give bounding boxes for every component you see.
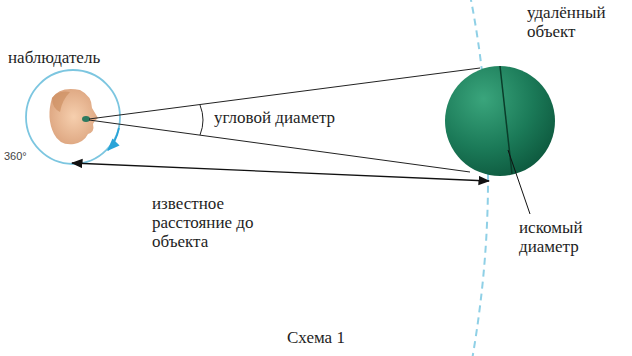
rotation-arrow [108, 128, 119, 150]
angle-mark [200, 105, 203, 135]
observer-label: наблюдатель [8, 48, 138, 67]
distance-label: известное расстояние до объекта [152, 194, 277, 251]
figure-caption: Схема 1 [287, 328, 345, 347]
angle-label: 360° [4, 150, 44, 162]
observer-hair [52, 92, 70, 112]
angular-diameter-label: угловой диаметр [212, 108, 386, 127]
distant-object [445, 66, 555, 176]
distance-arrow [72, 163, 489, 181]
diameter-label: искомый диаметр [519, 218, 624, 256]
observer-face [49, 89, 98, 144]
object-label: удалённый объект [527, 3, 627, 41]
distance-arc [470, 0, 488, 356]
leader-line [508, 150, 530, 214]
observer-eye [82, 116, 90, 122]
sight-line [89, 120, 470, 172]
